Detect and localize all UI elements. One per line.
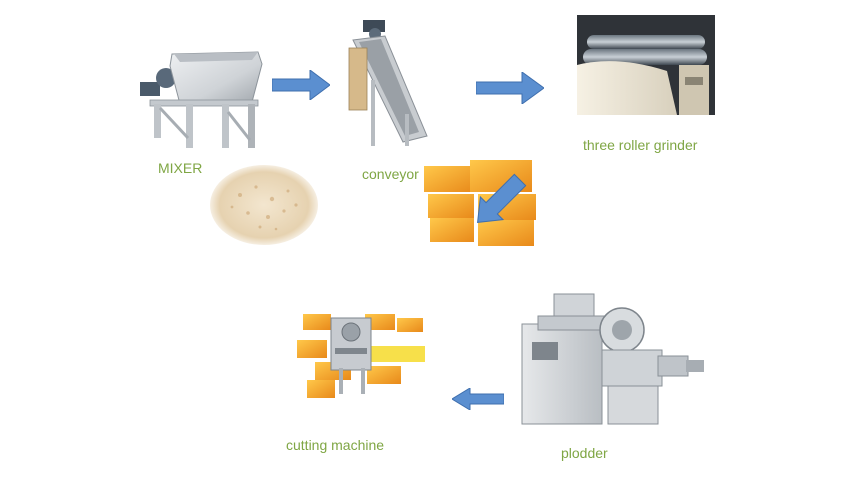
cutting-machine-label: cutting machine [286, 437, 385, 453]
arrow-right-icon [476, 72, 544, 104]
arrow-left-icon [452, 388, 504, 410]
belt-conveyor-icon [345, 18, 435, 148]
plodder-label: plodder [561, 445, 608, 461]
soap-noodles-icon [210, 165, 318, 245]
grinder-label: three roller grinder [583, 137, 698, 153]
soap-bars-icon [420, 158, 555, 250]
mixer-machine-icon [140, 42, 265, 154]
mixer-label: MIXER [158, 160, 203, 176]
conveyor-label: conveyor [362, 166, 419, 182]
three-roller-mill-icon [577, 15, 715, 115]
soap-plodder-machine-icon [518, 292, 708, 430]
arrow-right-icon [272, 70, 330, 100]
soap-cutting-machine-icon [295, 310, 430, 402]
